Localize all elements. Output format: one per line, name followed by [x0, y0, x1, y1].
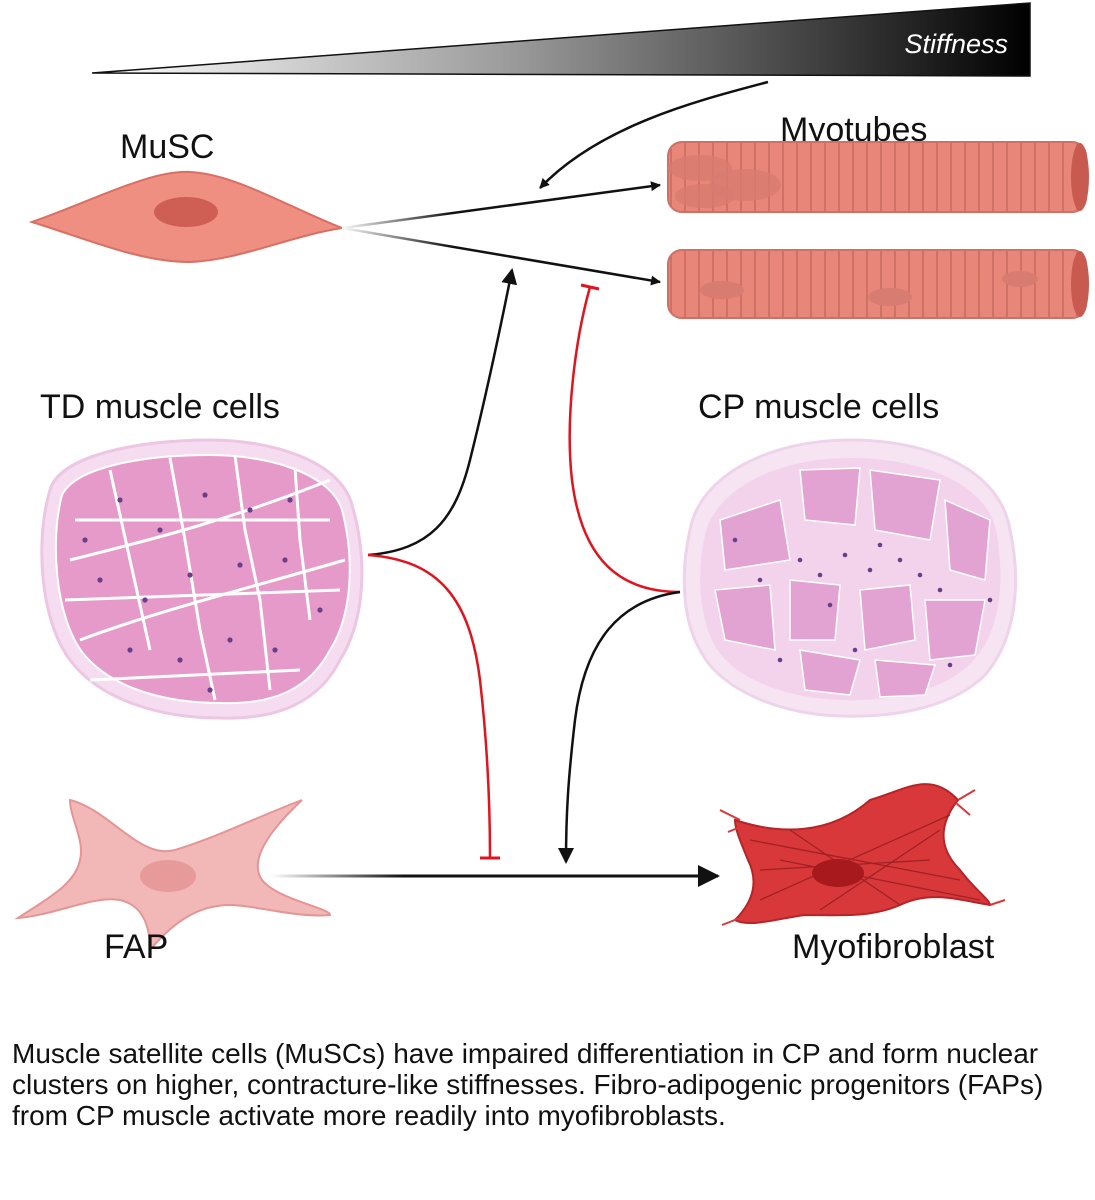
td-inhibit-fap-arrow — [367, 553, 492, 858]
myotube-bottom — [667, 249, 1089, 319]
cp-cells-label: CP muscle cells — [698, 388, 939, 426]
musc-label: MuSC — [120, 128, 214, 166]
cp-inhibit-differentiation-arrow — [568, 286, 681, 594]
stiffness-arrow — [539, 80, 769, 189]
td-muscle-cross-section — [40, 438, 364, 720]
musc-to-myotube-bottom-arrow — [341, 226, 661, 286]
stiffness-label: Stiffness — [904, 29, 1008, 59]
diagram: Stiffness MuSC Myotubes TD muscle cells — [14, 2, 1089, 966]
myofibroblast-label: Myofibroblast — [792, 928, 995, 966]
cp-inhibit-bar — [580, 283, 600, 291]
cp-promote-fap-arrow — [558, 590, 681, 864]
td-cells-label: TD muscle cells — [40, 388, 280, 426]
myotube-top — [667, 141, 1089, 213]
fap-cell — [14, 798, 332, 953]
musc-cell — [28, 170, 346, 264]
td-promote-differentiation-arrow — [367, 268, 518, 557]
myofibroblast-cell — [719, 783, 1006, 926]
caption-text: Muscle satellite cells (MuSCs) have impa… — [12, 1038, 1044, 1131]
cp-muscle-cross-section — [682, 438, 1018, 718]
stiffness-gradient — [91, 2, 1031, 77]
musc-to-myotube-top-arrow — [341, 181, 661, 230]
fap-label: FAP — [104, 928, 168, 966]
